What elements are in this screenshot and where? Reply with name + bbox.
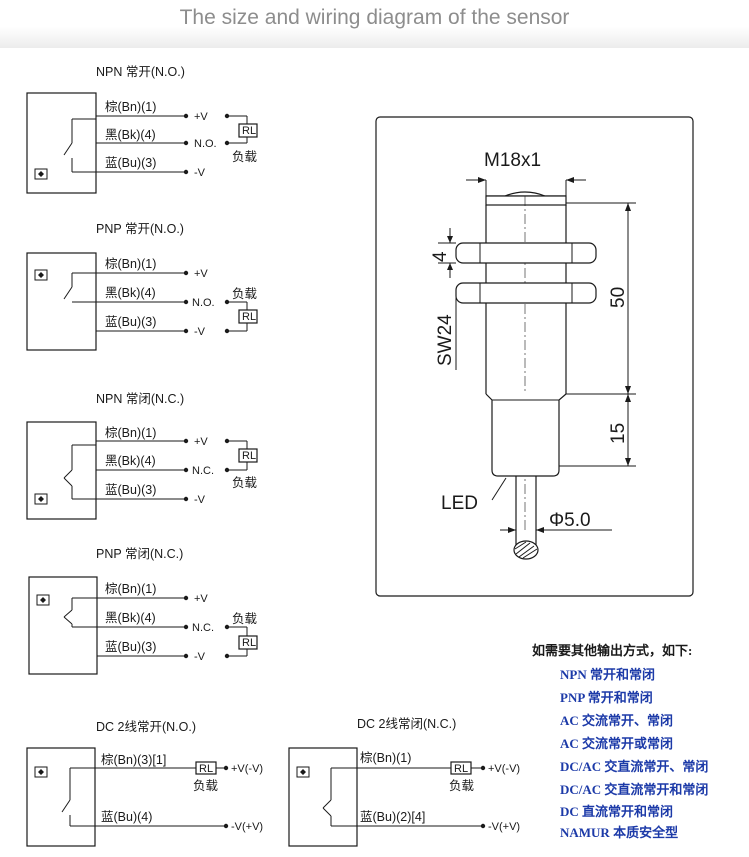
sensor-dimension-drawing: M18x1 4 SW24 <box>375 116 694 597</box>
nut-thickness-label: 4 <box>430 251 451 262</box>
diagram-npn-no: NPN 常开(N.O.) 棕(Bn)(1) 黑(Bk)(4) 蓝(Bu)(3) … <box>26 65 258 194</box>
switch-icon <box>63 272 96 303</box>
switch-icon <box>63 118 96 173</box>
wire-label-black: 黑(Bk)(4) <box>105 286 156 300</box>
sensor-symbol-icon <box>296 766 310 778</box>
output-option-item: NPN 常开和常闭 <box>560 667 655 682</box>
terminal-plus-v: +V <box>194 436 208 448</box>
sensor-symbol-icon <box>36 594 50 606</box>
terminal-v-minus-plus: -V(+V) <box>488 821 520 833</box>
sensor-symbol-icon <box>34 168 48 180</box>
terminal-plus-v: +V <box>194 111 208 123</box>
header-banner <box>0 0 749 48</box>
terminal-minus-v: -V <box>194 494 206 506</box>
load-symbol: RL <box>242 637 256 649</box>
diagram-dc2-no: DC 2线常开(N.O.) RL +V(-V) 负载 -V(+V) 棕(Bn)(… <box>26 720 263 847</box>
load-resistor-icon <box>238 309 258 324</box>
dimension-frame <box>375 116 694 597</box>
load-label: 负载 <box>232 287 258 301</box>
wire-label-blue: 蓝(Bu)(3) <box>105 156 156 170</box>
load-resistor-icon <box>238 635 258 650</box>
load-symbol: RL <box>242 450 256 462</box>
terminal-plus-v: +V <box>194 593 208 605</box>
terminal-minus-v: -V <box>194 167 206 179</box>
load-label: 负载 <box>449 779 475 793</box>
load-label: 负载 <box>232 476 258 490</box>
wire-label-brown: 棕(Bn)(1) <box>105 425 156 440</box>
load-label: 负载 <box>193 779 219 793</box>
terminal-v-plus-minus: +V(-V) <box>231 763 263 775</box>
diagram-title: PNP 常开(N.O.) <box>96 222 184 236</box>
terminal-nc: N.C. <box>192 465 214 477</box>
led-label: LED <box>441 493 478 514</box>
wire-label-blue: 蓝(Bu)(4) <box>101 810 152 824</box>
diagram-title: NPN 常闭(N.C.) <box>96 392 184 406</box>
sensor-symbol-icon <box>34 493 48 505</box>
page-title: The size and wiring diagram of the senso… <box>179 6 570 29</box>
terminal-plus-v: +V <box>194 268 208 280</box>
diagram-pnp-nc: PNP 常闭(N.C.) 棕(Bn)(1) 黑(Bk)(4) 蓝(Bu)(3) … <box>28 547 258 675</box>
wire-label-brown: 棕(Bn)(1) <box>105 99 156 114</box>
sensor-symbol-icon <box>34 766 48 778</box>
wire-label-brown: 棕(Bn)(1) <box>105 581 156 596</box>
wire-label-black: 黑(Bk)(4) <box>105 611 156 625</box>
output-option-item: AC 交流常开或常闭 <box>560 736 674 751</box>
wire-label-blue: 蓝(Bu)(3) <box>105 483 156 497</box>
wire-label-blue: 蓝(Bu)(3) <box>105 315 156 329</box>
wire-label-black: 黑(Bk)(4) <box>105 454 156 468</box>
switch-icon <box>63 597 97 628</box>
output-option-item: AC 交流常开、常闭 <box>560 713 674 728</box>
sensor-box <box>26 92 97 194</box>
terminal-nc: N.C. <box>192 622 214 634</box>
load-symbol: RL <box>199 763 213 775</box>
output-option-item: DC 直流常开和常闭 <box>560 804 674 819</box>
switch-icon <box>61 767 95 827</box>
thread-dimension-label: M18x1 <box>484 150 541 171</box>
diagram-title: DC 2线常开(N.O.) <box>96 720 196 734</box>
output-option-item: DC/AC 交直流常开和常闭 <box>560 782 709 797</box>
diagram-title: DC 2线常闭(N.C.) <box>357 717 456 731</box>
terminal-v-plus-minus: +V(-V) <box>488 763 520 775</box>
load-label: 负载 <box>232 612 258 626</box>
terminal-no: N.O. <box>194 138 217 150</box>
load-resistor-icon <box>238 123 258 138</box>
wire-label-brown: 棕(Bn)(1) <box>360 750 411 765</box>
wire-label-brown: 棕(Bn)(1) <box>105 256 156 271</box>
cap-length-label: 15 <box>608 423 629 444</box>
wire-label-brown: 棕(Bn)(3)[1] <box>101 752 166 767</box>
terminal-minus-v: -V <box>194 651 206 663</box>
wire-label-blue: 蓝(Bu)(2)[4] <box>360 810 425 824</box>
switch-icon <box>322 767 357 827</box>
sensor-box <box>26 421 97 520</box>
switch-icon <box>63 444 96 500</box>
wire-label-blue: 蓝(Bu)(3) <box>105 640 156 654</box>
wire-label-black: 黑(Bk)(4) <box>105 128 156 142</box>
wrench-size-label: SW24 <box>435 314 456 366</box>
diagram-title: PNP 常闭(N.C.) <box>96 547 183 561</box>
other-outputs-heading: 如需要其他输出方式，如下: <box>532 643 693 658</box>
terminal-no: N.O. <box>192 297 215 309</box>
output-option-item: PNP 常开和常闭 <box>560 690 653 705</box>
diagram-dc2-nc: DC 2线常闭(N.C.) RL +V(-V) 负载 -V(+V) 棕(Bn)(… <box>288 717 520 847</box>
length-dimension-label: 50 <box>608 287 629 308</box>
load-label: 负载 <box>232 150 258 164</box>
cable-diameter-label: Φ5.0 <box>549 510 591 531</box>
output-option-item: DC/AC 交直流常开、常闭 <box>560 759 709 774</box>
sensor-box <box>288 747 358 847</box>
diagram-title: NPN 常开(N.O.) <box>96 65 185 79</box>
diagram-npn-nc: NPN 常闭(N.C.) 棕(Bn)(1) 黑(Bk)(4) 蓝(Bu)(3) … <box>26 392 258 520</box>
load-symbol: RL <box>242 125 256 137</box>
terminal-minus-v: -V <box>194 326 206 338</box>
load-symbol: RL <box>242 311 256 323</box>
output-option-item: NAMUR 本质安全型 <box>560 825 679 840</box>
load-resistor-icon <box>238 448 258 463</box>
sensor-box <box>26 747 96 847</box>
load-symbol: RL <box>454 763 468 775</box>
diagram-pnp-no: PNP 常开(N.O.) 棕(Bn)(1) 黑(Bk)(4) 蓝(Bu)(3) … <box>26 222 258 351</box>
sensor-box <box>28 576 98 675</box>
terminal-v-minus-plus: -V(+V) <box>231 821 263 833</box>
sensor-symbol-icon <box>34 269 48 281</box>
